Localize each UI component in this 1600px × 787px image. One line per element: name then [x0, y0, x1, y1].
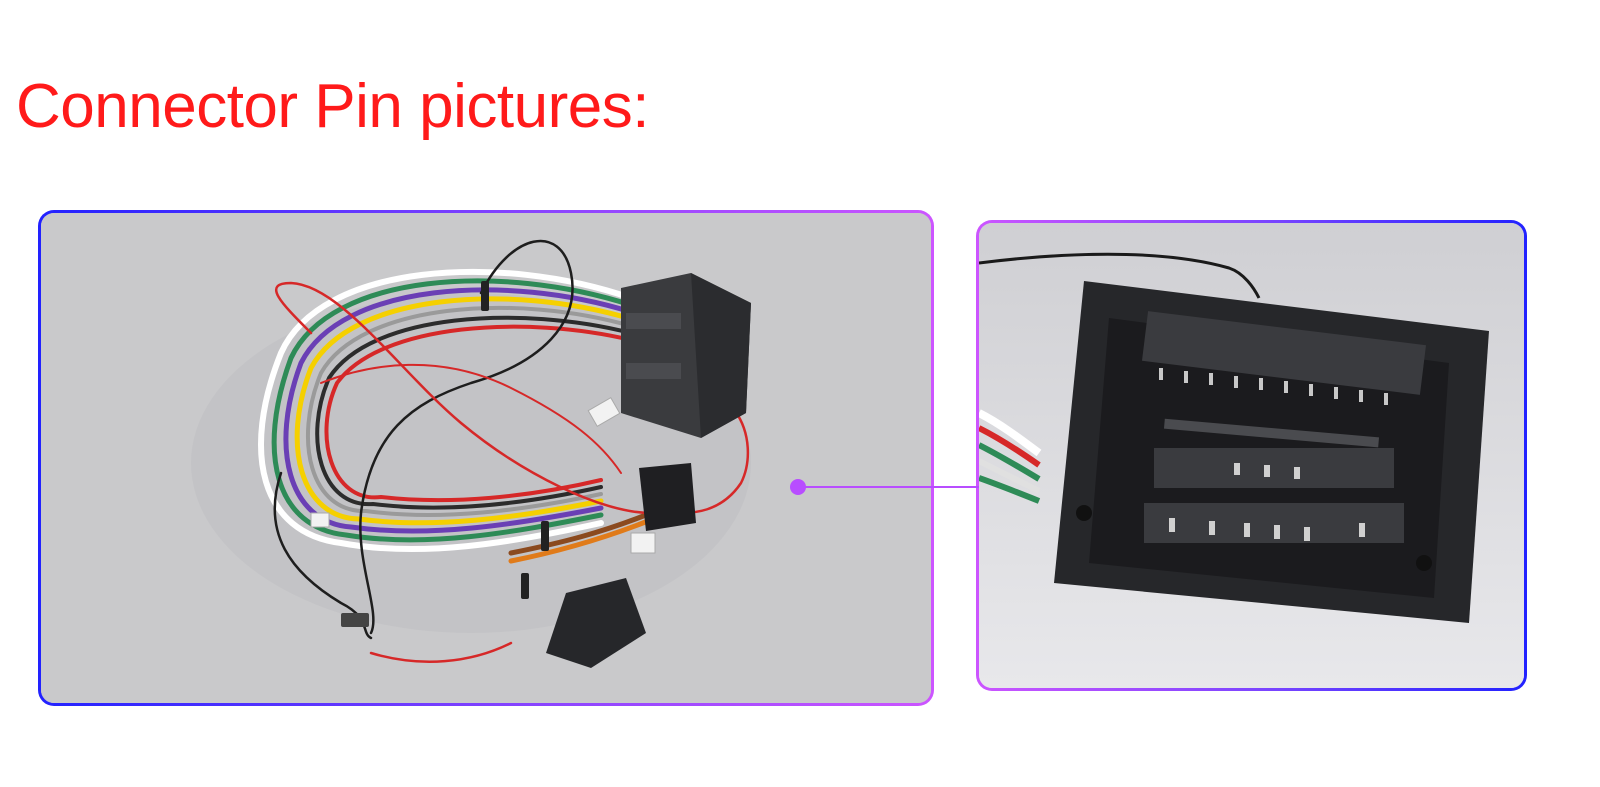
wiring-harness-illustration — [41, 213, 931, 703]
connector-closeup-illustration — [979, 223, 1524, 688]
page-title: Connector Pin pictures: — [16, 72, 649, 141]
connector-closeup-photo — [976, 220, 1527, 691]
wiring-harness-photo — [38, 210, 934, 706]
